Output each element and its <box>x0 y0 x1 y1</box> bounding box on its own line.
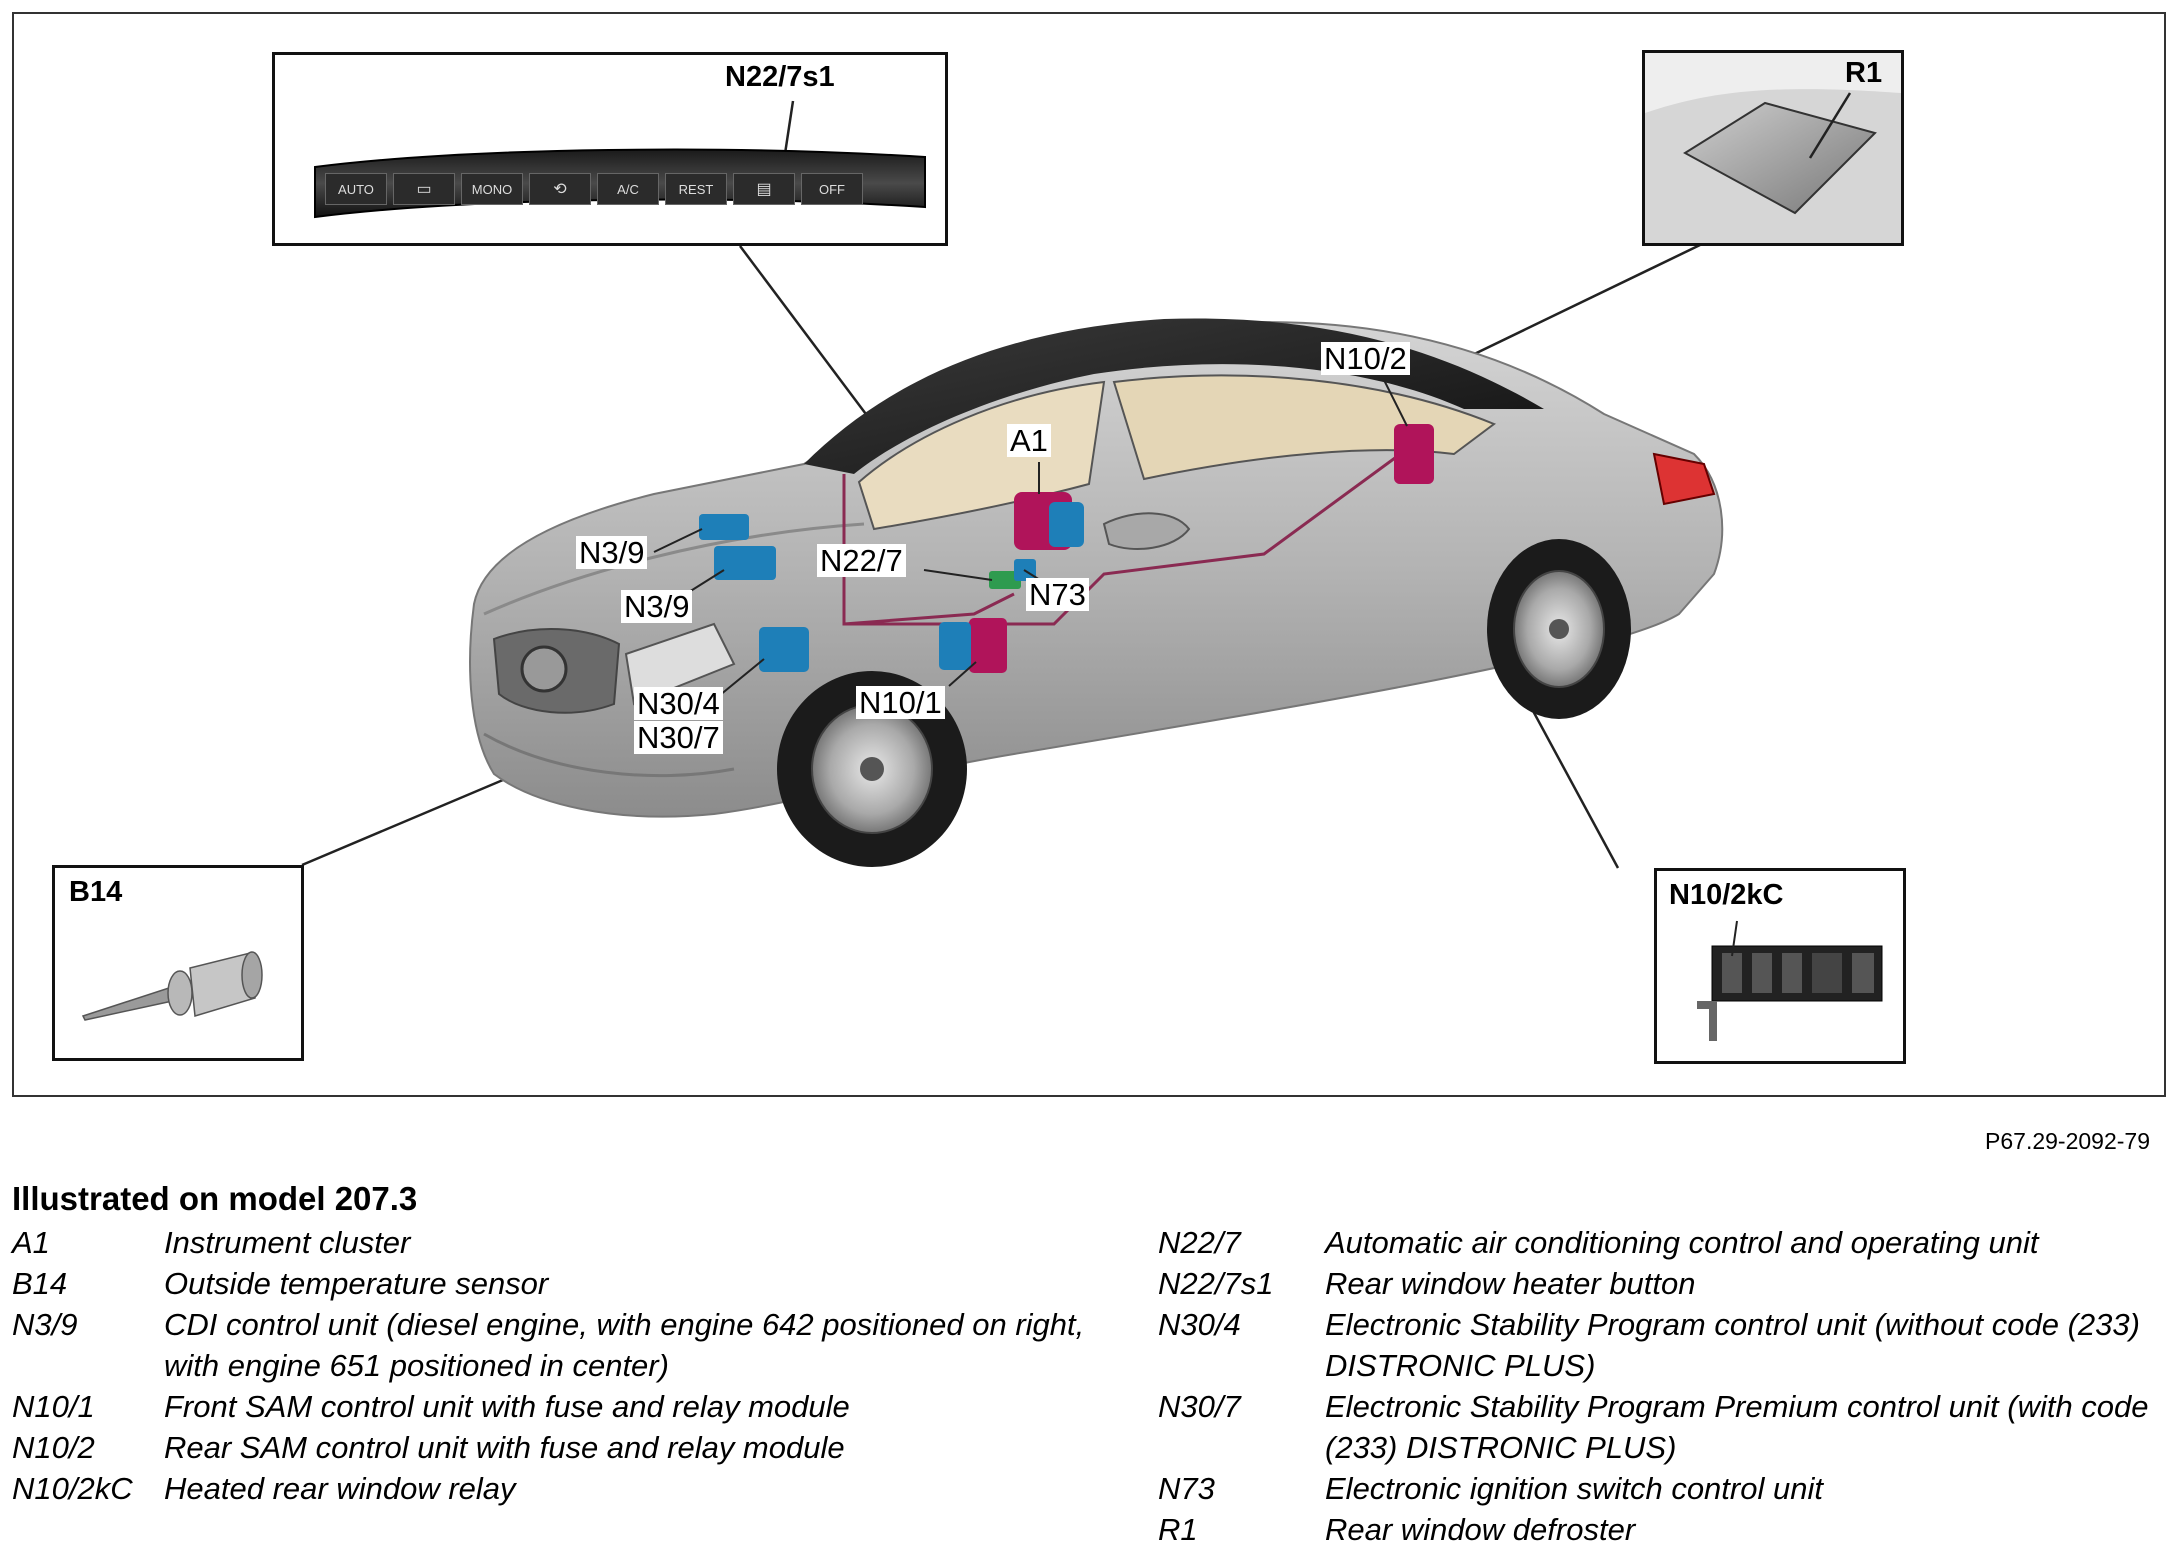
button-row: AUTO ▭ MONO ⟲ A/C REST ▤ OFF <box>325 173 863 205</box>
legend-item: N30/7 Electronic Stability Program Premiu… <box>1158 1386 2158 1468</box>
inset-rear-window: R1 <box>1642 50 1904 246</box>
inset-label-relay: N10/2kC <box>1669 879 1784 911</box>
legend-right-column: N22/7 Automatic air conditioning control … <box>1158 1222 2158 1550</box>
legend-item: N22/7s1 Rear window heater button <box>1158 1263 2158 1304</box>
callout-a1: A1 <box>1007 424 1051 457</box>
defrost-button[interactable]: ▭ <box>393 173 455 205</box>
inset-relay: N10/2kC <box>1654 868 1906 1064</box>
inset-switch-panel: N22/7s1 AUTO ▭ MONO ⟲ A/C REST ▤ OFF <box>272 52 948 246</box>
callout-n3-9-lower: N3/9 <box>621 590 693 623</box>
legend-item: N22/7 Automatic air conditioning control … <box>1158 1222 2158 1263</box>
relay-module-graphic <box>1697 920 1883 1041</box>
switch-panel-graphic <box>314 100 926 219</box>
legend-code: N10/1 <box>12 1389 95 1424</box>
legend-item: N3/9 CDI control unit (diesel engine, wit… <box>12 1304 1132 1386</box>
legend-description: Electronic Stability Program Premium con… <box>1325 1389 2149 1465</box>
legend-description: Electronic ignition switch control unit <box>1325 1471 1823 1506</box>
callout-n3-9-upper: N3/9 <box>576 536 648 569</box>
legend-description: CDI control unit (diesel engine, with en… <box>164 1307 1085 1383</box>
rear-window-graphic <box>1645 53 1901 243</box>
legend-item: N30/4 Electronic Stability Program contro… <box>1158 1304 2158 1386</box>
legend-description: Instrument cluster <box>164 1225 411 1260</box>
legend-item: B14 Outside temperature sensor <box>12 1263 1132 1304</box>
inset-label-sensor: B14 <box>69 876 123 908</box>
legend-code: N10/2kC <box>12 1471 133 1506</box>
off-button[interactable]: OFF <box>801 173 863 205</box>
legend-item: N73 Electronic ignition switch control un… <box>1158 1468 2158 1509</box>
inset-label-switch: N22/7s1 <box>725 61 835 93</box>
callout-n10-2: N10/2 <box>1321 342 1410 375</box>
legend-item: A1 Instrument cluster <box>12 1222 1132 1263</box>
legend-item: N10/2 Rear SAM control unit with fuse and… <box>12 1427 1132 1468</box>
legend-code: N22/7 <box>1158 1225 1241 1260</box>
component-n22-7 <box>989 571 1021 589</box>
legend-description: Rear SAM control unit with fuse and rela… <box>164 1430 845 1465</box>
rear-window-heater-icon: ▤ <box>756 181 772 198</box>
legend-code: N10/2 <box>12 1430 95 1465</box>
legend-code: B14 <box>12 1266 68 1301</box>
component-a1-b <box>1049 502 1084 547</box>
figure-reference-number: P67.29-2092-79 <box>1985 1128 2150 1154</box>
rear-window-heater-button[interactable]: ▤ <box>733 173 795 205</box>
inset-label-defroster: R1 <box>1845 57 1883 89</box>
legend-description: Outside temperature sensor <box>164 1266 549 1301</box>
illustration-frame: A1 N10/2 N3/9 N3/9 N22/7 N73 N30/4 N30/7… <box>12 12 2166 1097</box>
component-n3-9-b <box>714 546 776 580</box>
legend-title: Illustrated on model 207.3 <box>12 1180 418 1217</box>
component-n3-9-a <box>699 514 749 540</box>
windshield-icon: ▭ <box>416 181 432 198</box>
auto-button[interactable]: AUTO <box>325 173 387 205</box>
callout-n73: N73 <box>1026 578 1089 611</box>
callout-n30-7: N30/7 <box>634 721 723 754</box>
legend-description: Rear window heater button <box>1325 1266 1696 1301</box>
legend-description: Front SAM control unit with fuse and rel… <box>164 1389 850 1424</box>
callout-n22-7: N22/7 <box>817 544 906 577</box>
leader-line-defroster <box>1461 243 1701 362</box>
component-n30 <box>759 627 809 672</box>
legend-code: N73 <box>1158 1471 1215 1506</box>
rest-button[interactable]: REST <box>665 173 727 205</box>
car-recirculation-icon: ⟲ <box>553 181 567 198</box>
legend-code: N3/9 <box>12 1307 78 1342</box>
legend-item: R1 Rear window defroster <box>1158 1509 2158 1550</box>
legend-code: R1 <box>1158 1512 1198 1547</box>
legend-description: Electronic Stability Program control uni… <box>1325 1307 2140 1383</box>
legend-description: Rear window defroster <box>1325 1512 1636 1547</box>
legend-description: Automatic air conditioning control and o… <box>1325 1225 2039 1260</box>
inset-temperature-sensor: B14 <box>52 865 304 1061</box>
component-n10-2 <box>1394 424 1434 484</box>
legend-code: A1 <box>12 1225 50 1260</box>
mono-button[interactable]: MONO <box>461 173 523 205</box>
legend-code: N22/7s1 <box>1158 1266 1274 1301</box>
temperature-sensor-graphic <box>81 951 263 1021</box>
ac-button[interactable]: A/C <box>597 173 659 205</box>
legend-item: N10/1 Front SAM control unit with fuse an… <box>12 1386 1132 1427</box>
components <box>699 424 1434 673</box>
car-illustration <box>301 243 1724 869</box>
recirculation-button[interactable]: ⟲ <box>529 173 591 205</box>
leader-line-sensor <box>301 775 511 867</box>
callout-n30-4: N30/4 <box>634 687 723 720</box>
legend-item: N10/2kC Heated rear window relay <box>12 1468 1132 1509</box>
component-n10-1-b <box>939 622 971 670</box>
legend-left-column: A1 Instrument cluster B14 Outside temperat… <box>12 1222 1132 1509</box>
callout-n10-1: N10/1 <box>856 686 945 719</box>
legend-code: N30/7 <box>1158 1389 1241 1424</box>
legend-code: N30/4 <box>1158 1307 1241 1342</box>
legend-description: Heated rear window relay <box>164 1471 516 1506</box>
component-n10-1 <box>969 618 1007 673</box>
